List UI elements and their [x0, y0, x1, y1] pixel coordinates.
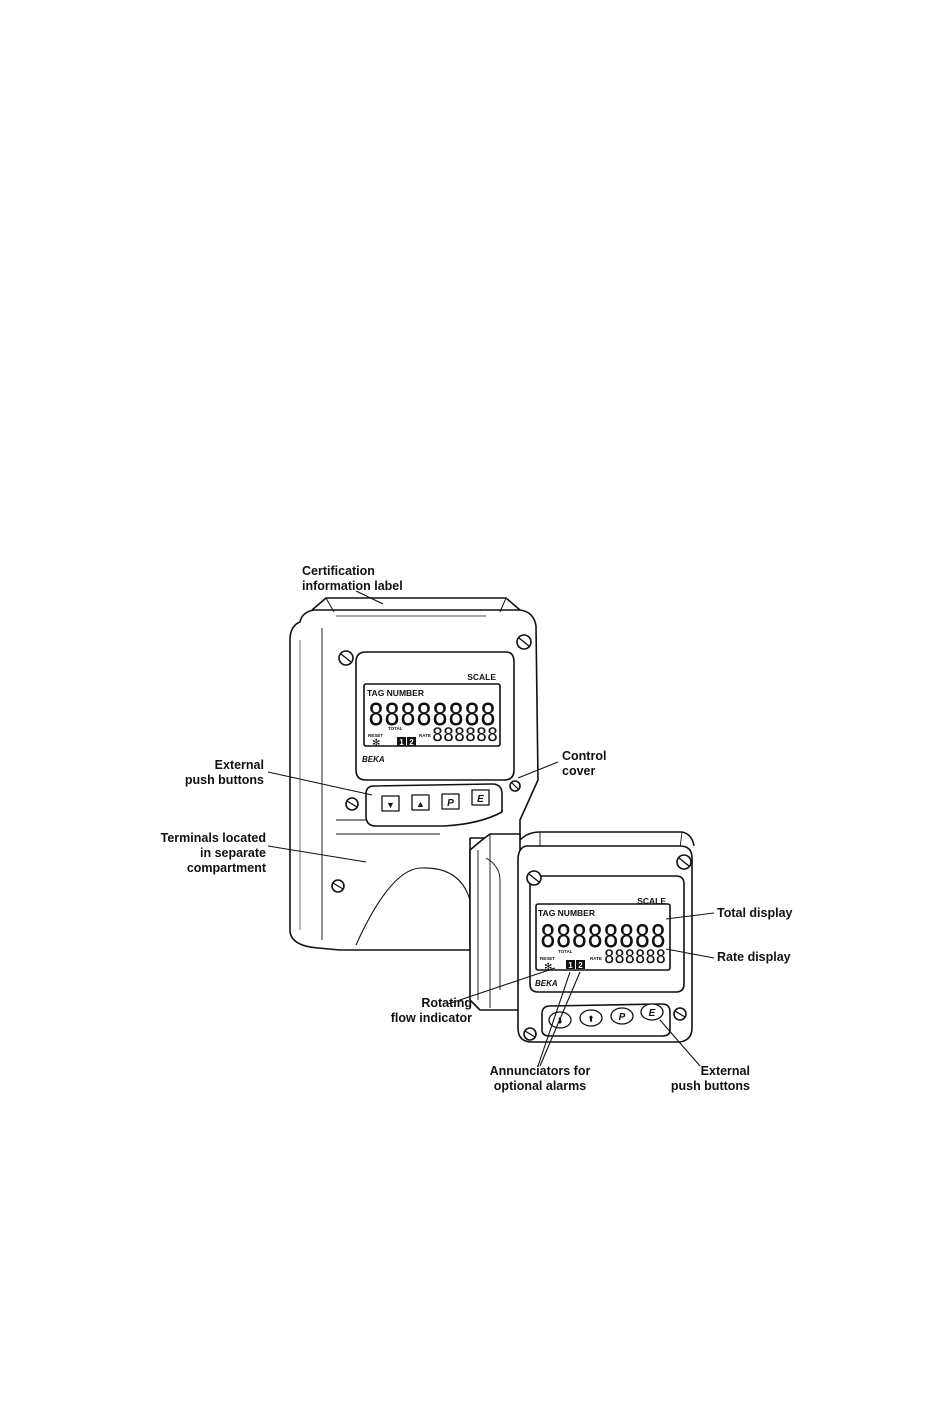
small-display-text: TAG NUMBER SCALE 88888888 RESET TOTAL RA…: [535, 896, 666, 1026]
callout-rotating-flow: Rotating flow indicator: [360, 996, 472, 1026]
callout-cert-label: Certification information label: [302, 564, 403, 594]
small-alarm-1: 1: [568, 961, 573, 970]
leader-annunciators-1: [537, 971, 571, 1067]
large-e-button[interactable]: E: [477, 794, 484, 805]
leader-lines: [267, 590, 715, 1067]
leader-control-cover: [517, 761, 559, 779]
small-brand-logo: BEKA: [535, 979, 558, 988]
callout-ext-right-line-1: External: [700, 1064, 750, 1078]
small-up-button[interactable]: ⬆: [588, 1015, 595, 1024]
callout-terminals-line-2: in separate: [199, 846, 266, 860]
large-scale-label: SCALE: [467, 672, 496, 682]
large-reset-label: RESET: [368, 733, 383, 738]
large-total-label: TOTAL: [388, 726, 403, 731]
callout-terminals-line-3: compartment: [186, 861, 266, 875]
small-e-button[interactable]: E: [649, 1008, 656, 1019]
callout-terminals-line-1: Terminals located: [160, 831, 266, 845]
callout-control-cover: Control cover: [562, 749, 606, 779]
leader-annunciators-2: [539, 971, 581, 1067]
leader-rotating-flow: [447, 967, 556, 1005]
large-rate-digits: 888888: [432, 724, 498, 746]
callout-annunciators-line-2: optional alarms: [493, 1079, 587, 1093]
large-flow-icon: ✻: [372, 738, 380, 749]
small-total-digits: 88888888: [540, 919, 666, 955]
large-brand-logo: BEKA: [362, 755, 385, 764]
callout-ext-right-line-2: push buttons: [670, 1079, 750, 1093]
callout-ext-buttons-left: External push buttons: [140, 758, 264, 788]
small-reset-label: RESET: [540, 956, 555, 961]
callout-rate-display: Rate display: [717, 950, 791, 965]
leader-total-display: [665, 912, 715, 920]
callout-terminals: Terminals located in separate compartmen…: [120, 831, 266, 876]
small-alarm-2: 2: [578, 961, 583, 970]
callout-annunciators: Annunciators for optional alarms: [480, 1064, 600, 1094]
callout-cover-line-2: cover: [562, 764, 596, 778]
small-scale-label: SCALE: [637, 896, 666, 906]
callout-rate-line-1: Rate display: [717, 950, 791, 964]
large-device: [289, 597, 539, 951]
callout-cover-line-1: Control: [562, 749, 607, 763]
callout-cert-line-2: information label: [302, 579, 403, 593]
small-device: [469, 831, 695, 1043]
large-rate-label: RATE: [419, 733, 431, 738]
large-display-text: TAG NUMBER SCALE 88888888 RESET TOTAL RA…: [362, 672, 498, 810]
callout-annunciators-line-1: Annunciators for: [489, 1064, 591, 1078]
leader-rate-display: [665, 948, 715, 959]
callout-total-line-1: Total display: [717, 906, 793, 920]
large-p-button[interactable]: P: [447, 798, 454, 809]
leader-ext-buttons-right: [659, 1019, 701, 1067]
large-tag-label: TAG NUMBER: [367, 688, 424, 698]
small-total-label: TOTAL: [558, 949, 573, 954]
large-down-button[interactable]: ▼: [386, 800, 395, 810]
callout-cert-line-1: Certification: [302, 564, 375, 578]
leader-cert-label: [355, 590, 384, 605]
leader-ext-buttons-left: [267, 771, 373, 796]
small-flow-icon: ✻: [544, 962, 552, 973]
small-rate-digits: 888888: [604, 946, 666, 968]
large-alarm-1: 1: [399, 738, 404, 747]
callout-ext-left-line-2: push buttons: [184, 773, 264, 787]
large-up-button[interactable]: ▲: [416, 799, 425, 809]
callout-ext-left-line-1: External: [214, 758, 264, 772]
callout-ext-buttons-right: External push buttons: [640, 1064, 750, 1094]
small-rate-label: RATE: [590, 956, 602, 961]
small-down-button[interactable]: ⬇: [557, 1017, 564, 1026]
leader-terminals: [267, 845, 367, 863]
callout-total-display: Total display: [717, 906, 792, 921]
small-tag-label: TAG NUMBER: [538, 908, 595, 918]
small-p-button[interactable]: P: [619, 1012, 626, 1023]
large-total-digits: 88888888: [368, 698, 496, 733]
callout-rotating-line-2: flow indicator: [390, 1011, 472, 1025]
large-alarm-2: 2: [409, 738, 414, 747]
callout-rotating-line-1: Rotating: [421, 996, 472, 1010]
